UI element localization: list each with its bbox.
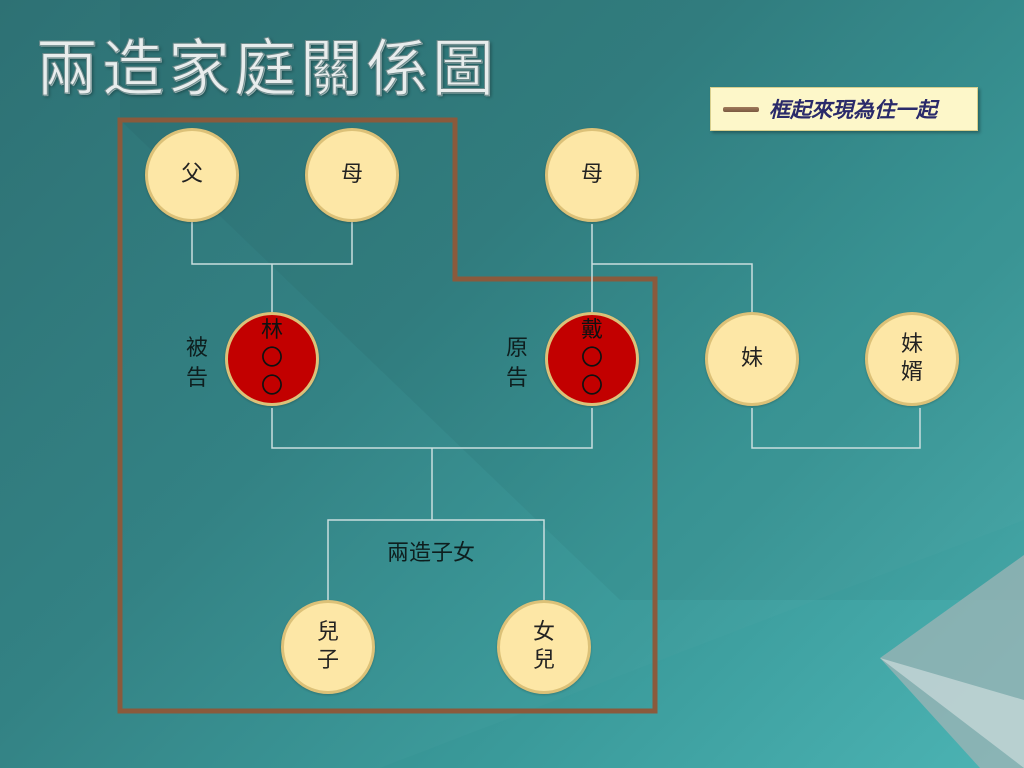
node-plaintiff: 戴 〇 〇 — [545, 312, 639, 406]
node-mother-right: 母 — [545, 128, 639, 222]
label-defendant: 被 告 — [186, 336, 209, 391]
label-children: 兩造子女 — [387, 541, 476, 566]
connector-sister-couple — [751, 408, 921, 449]
node-defendant: 林 〇 〇 — [225, 312, 319, 406]
node-father: 父 — [145, 128, 239, 222]
node-daughter: 女 兒 — [497, 600, 591, 694]
node-father-chars: 父 — [180, 162, 203, 187]
node-son: 兒 子 — [281, 600, 375, 694]
node-sister-husband: 妹 婿 — [865, 312, 959, 406]
connector-lines — [191, 222, 921, 600]
node-mother-left: 母 — [305, 128, 399, 222]
connector-children — [327, 519, 545, 600]
legend-line-swatch — [723, 106, 759, 112]
legend-box: 框起來現為住一起 — [710, 87, 978, 131]
household-boundary — [117, 117, 658, 714]
node-sister: 妹 — [705, 312, 799, 406]
page-title: 兩造家庭關係圖 — [35, 32, 499, 106]
legend-text: 框起來現為住一起 — [769, 98, 937, 122]
connector-mother-to-sister — [592, 263, 753, 312]
bg-corner-facet-light — [880, 658, 1024, 768]
label-plaintiff: 原 告 — [506, 336, 529, 391]
